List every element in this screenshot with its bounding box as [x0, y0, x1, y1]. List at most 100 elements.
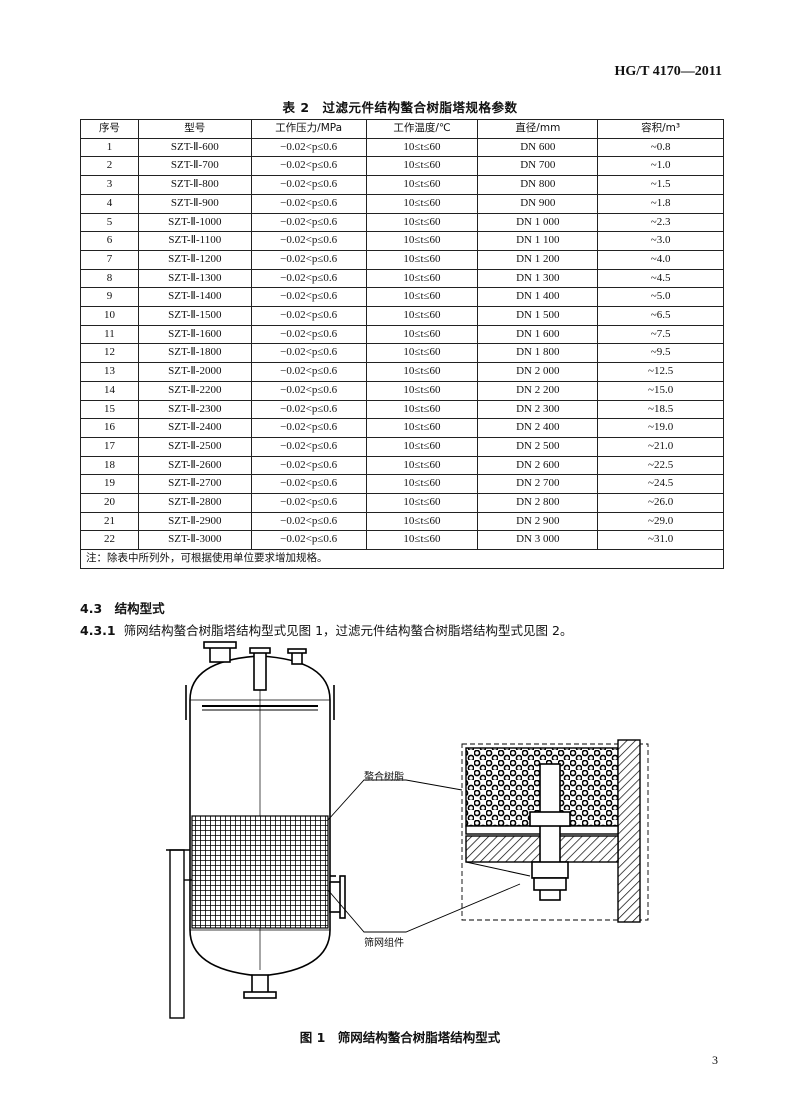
table-cell: −0.02<p≤0.6 [250, 343, 367, 364]
table-cell: −0.02<p≤0.6 [250, 530, 367, 551]
label-screen-assembly: 筛网组件 [364, 938, 404, 949]
table-note: 注：除表中所列外，可根据使用单位要求增加规格。 [80, 549, 724, 569]
table-cell: 5 [80, 212, 139, 233]
table-cell: SZT-Ⅱ-2000 [137, 362, 252, 382]
table-cell: SZT-Ⅱ-2500 [137, 436, 252, 457]
table-cell: DN 2 000 [477, 362, 599, 382]
table-cell: 10 [80, 306, 139, 326]
table-cell: −0.02<p≤0.6 [250, 324, 367, 345]
table-cell: DN 2 900 [477, 511, 599, 532]
table-cell: DN 2 200 [477, 380, 599, 401]
table-cell: DN 2 800 [477, 493, 599, 513]
table-cell: 10≤t≤60 [365, 343, 479, 364]
table-cell: SZT-Ⅱ-2300 [137, 399, 252, 420]
table-cell: 10≤t≤60 [365, 306, 479, 326]
table-cell: 10≤t≤60 [365, 193, 479, 214]
detail-view [461, 739, 649, 923]
table-cell: 10≤t≤60 [365, 156, 479, 177]
table-cell: ~6.5 [597, 306, 724, 326]
table-cell: DN 600 [477, 137, 599, 158]
table-cell: −0.02<p≤0.6 [250, 193, 367, 214]
table-cell: DN 1 800 [477, 343, 599, 364]
table-cell: 10≤t≤60 [365, 455, 479, 476]
tower-drawing [166, 641, 649, 1019]
figure-caption: 图 1 筛网结构螯合树脂塔结构型式 [299, 1030, 501, 1045]
table-cell: 18 [80, 455, 139, 476]
table-cell: ~0.8 [597, 137, 724, 158]
col-header: 序号 [80, 119, 139, 139]
table-cell: ~21.0 [597, 436, 724, 457]
table-cell: SZT-Ⅱ-900 [137, 193, 252, 214]
table-cell: 10≤t≤60 [365, 493, 479, 513]
table-cell: 10≤t≤60 [365, 436, 479, 457]
table-cell: DN 800 [477, 175, 599, 195]
table-cell: ~24.5 [597, 474, 724, 495]
table-cell: DN 1 500 [477, 306, 599, 326]
table-cell: 7 [80, 249, 139, 270]
table-cell: 10≤t≤60 [365, 324, 479, 345]
table-cell: ~3.0 [597, 231, 724, 251]
table-cell: 12 [80, 343, 139, 364]
table-cell: 10≤t≤60 [365, 137, 479, 158]
table-cell: 10≤t≤60 [365, 530, 479, 551]
table-cell: 22 [80, 530, 139, 551]
table-cell: ~1.5 [597, 175, 724, 195]
table-cell: SZT-Ⅱ-3000 [137, 530, 252, 551]
figure-1: 螯合树脂 筛网组件 [150, 640, 650, 1020]
table-cell: SZT-Ⅱ-700 [137, 156, 252, 177]
table-cell: ~1.8 [597, 193, 724, 214]
table-cell: −0.02<p≤0.6 [250, 212, 367, 233]
table-cell: ~1.0 [597, 156, 724, 177]
table-cell: 10≤t≤60 [365, 175, 479, 195]
table-cell: −0.02<p≤0.6 [250, 156, 367, 177]
table-cell: 10≤t≤60 [365, 249, 479, 270]
table-header-row: 序号 型号 工作压力/MPa 工作温度/℃ 直径/mm 容积/m³ [80, 119, 724, 139]
table-cell: DN 1 400 [477, 287, 599, 308]
table-cell: −0.02<p≤0.6 [250, 436, 367, 457]
leader-lines [327, 779, 521, 933]
col-header: 容积/m³ [597, 119, 724, 139]
support-leg [166, 849, 192, 1019]
table-cell: DN 1 100 [477, 231, 599, 251]
table-cell: −0.02<p≤0.6 [250, 268, 367, 289]
table-cell: SZT-Ⅱ-600 [137, 137, 252, 158]
table-cell: SZT-Ⅱ-1400 [137, 287, 252, 308]
table-cell: −0.02<p≤0.6 [250, 511, 367, 532]
table-cell: 10≤t≤60 [365, 268, 479, 289]
table-cell: ~4.0 [597, 249, 724, 270]
table-cell: DN 2 300 [477, 399, 599, 420]
table-cell: DN 3 000 [477, 530, 599, 551]
table-cell: ~18.5 [597, 399, 724, 420]
table-cell: SZT-Ⅱ-2800 [137, 493, 252, 513]
table-cell: DN 2 600 [477, 455, 599, 476]
table-cell: DN 1 600 [477, 324, 599, 345]
col-header: 工作温度/℃ [365, 119, 479, 139]
table-cell: ~26.0 [597, 493, 724, 513]
table-cell: 6 [80, 231, 139, 251]
table-cell: −0.02<p≤0.6 [250, 474, 367, 495]
table-cell: 10≤t≤60 [365, 231, 479, 251]
table-cell: 10≤t≤60 [365, 474, 479, 495]
table-cell: 9 [80, 287, 139, 308]
table-cell: −0.02<p≤0.6 [250, 231, 367, 251]
table-note-row: 注：除表中所列外，可根据使用单位要求增加规格。 [80, 549, 724, 569]
table-cell: SZT-Ⅱ-1500 [137, 306, 252, 326]
table-cell: DN 1 300 [477, 268, 599, 289]
